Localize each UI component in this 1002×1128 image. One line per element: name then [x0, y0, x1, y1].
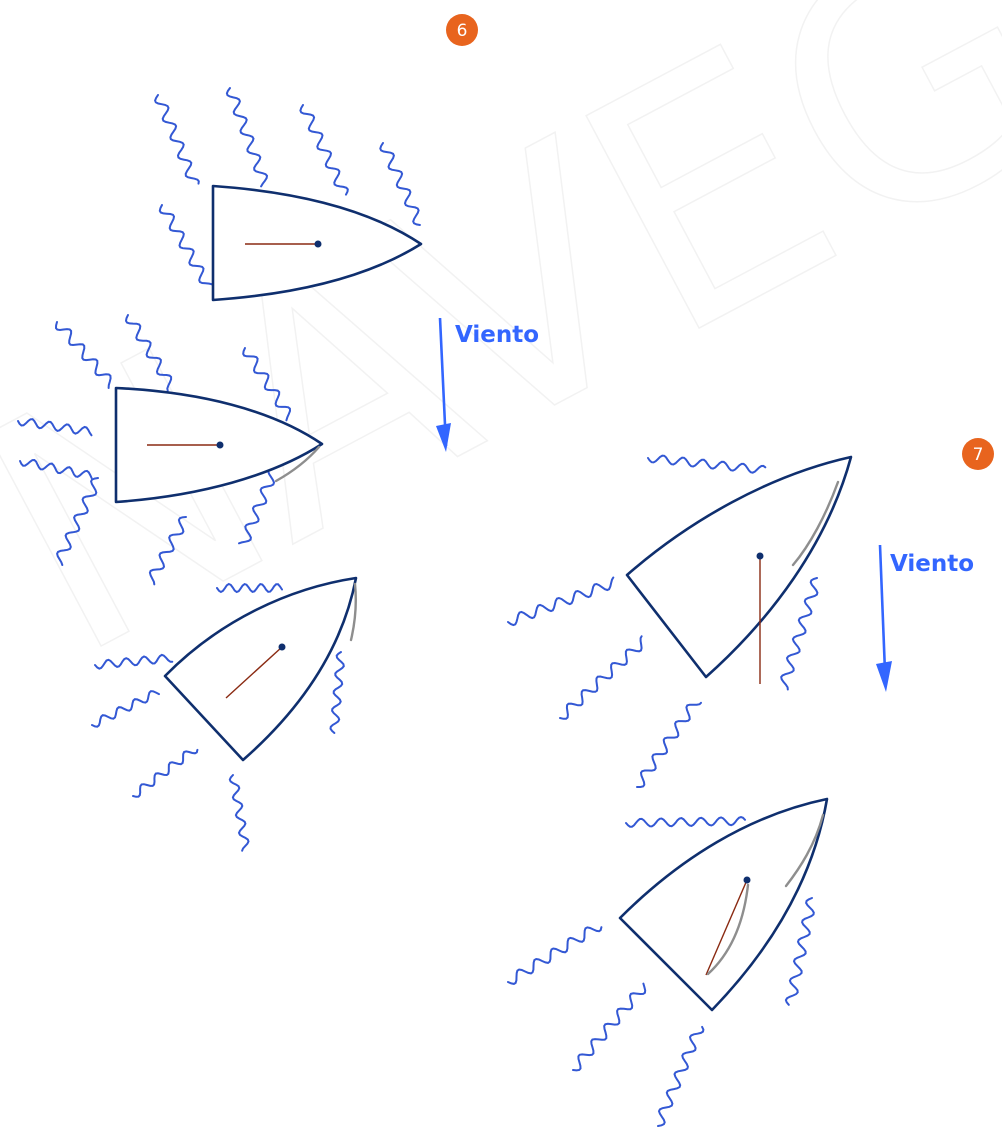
wind-indicator: Viento — [436, 317, 539, 452]
wind-wave-line — [19, 458, 93, 479]
luffing-sail — [349, 582, 357, 642]
wind-wave-line — [17, 418, 93, 437]
mast-dot — [743, 876, 751, 884]
mast-dot — [278, 643, 286, 651]
boat-hull — [618, 797, 829, 1012]
watermark: NAVEGA — [0, 0, 1002, 731]
wind-wave-line — [299, 104, 349, 196]
boat — [625, 455, 853, 684]
wind-wave-line — [225, 87, 269, 188]
mast-dot — [216, 441, 224, 449]
boom — [705, 879, 748, 976]
wind-wave-line — [228, 774, 250, 852]
wind-label: Viento — [455, 322, 539, 348]
wind-wave-line — [507, 926, 603, 985]
luffing-sail — [274, 445, 321, 483]
step-badge-6: 6 — [446, 14, 478, 46]
wind-wave-line — [572, 982, 647, 1072]
wind-wave-line — [94, 653, 174, 670]
wind-wave-line — [636, 701, 702, 788]
wind-wave-line — [56, 477, 99, 566]
wind-wave-line — [625, 816, 746, 828]
boat — [211, 184, 423, 302]
wind-wave-line — [154, 94, 200, 185]
step-badge-7: 7 — [962, 438, 994, 470]
step-badge-number: 6 — [457, 21, 468, 41]
panel-6: 6 Viento — [114, 14, 539, 762]
wind-wave-line — [784, 897, 815, 1006]
jib-sail — [791, 480, 840, 567]
wind-wave-line — [132, 748, 199, 798]
wind-wave-line — [148, 516, 187, 586]
wind-wave-line — [238, 467, 276, 545]
wind-wave-line — [647, 454, 767, 474]
wind-wave-line — [559, 635, 643, 720]
boat-hull — [163, 576, 358, 762]
wind-wave-line — [216, 582, 283, 594]
main-sail — [706, 883, 750, 976]
wind-wave-line — [329, 651, 345, 734]
boat-hull — [625, 455, 853, 679]
step-badge-number: 7 — [973, 445, 984, 465]
wind-wave-line — [54, 321, 112, 389]
panel-7: 7 Viento — [618, 438, 994, 1012]
boat — [618, 797, 829, 1012]
wind-wave-line — [507, 576, 615, 627]
wind-wave-line — [242, 347, 292, 422]
boom — [225, 646, 283, 699]
wind-wave-line — [124, 314, 173, 392]
wind-wave-line — [780, 577, 819, 691]
wind-indicator: Viento — [876, 544, 974, 692]
wind-wave-line — [91, 690, 160, 728]
mast-dot — [314, 240, 322, 248]
wave-layer — [17, 87, 819, 1127]
jib-sail — [784, 813, 825, 888]
wind-wave-line — [158, 204, 215, 290]
boat — [114, 386, 324, 504]
wind-label: Viento — [890, 551, 974, 577]
wind-wave-line — [657, 1025, 705, 1127]
mast-dot — [756, 552, 764, 560]
boat — [163, 576, 358, 762]
wind-wave-line — [379, 142, 421, 226]
